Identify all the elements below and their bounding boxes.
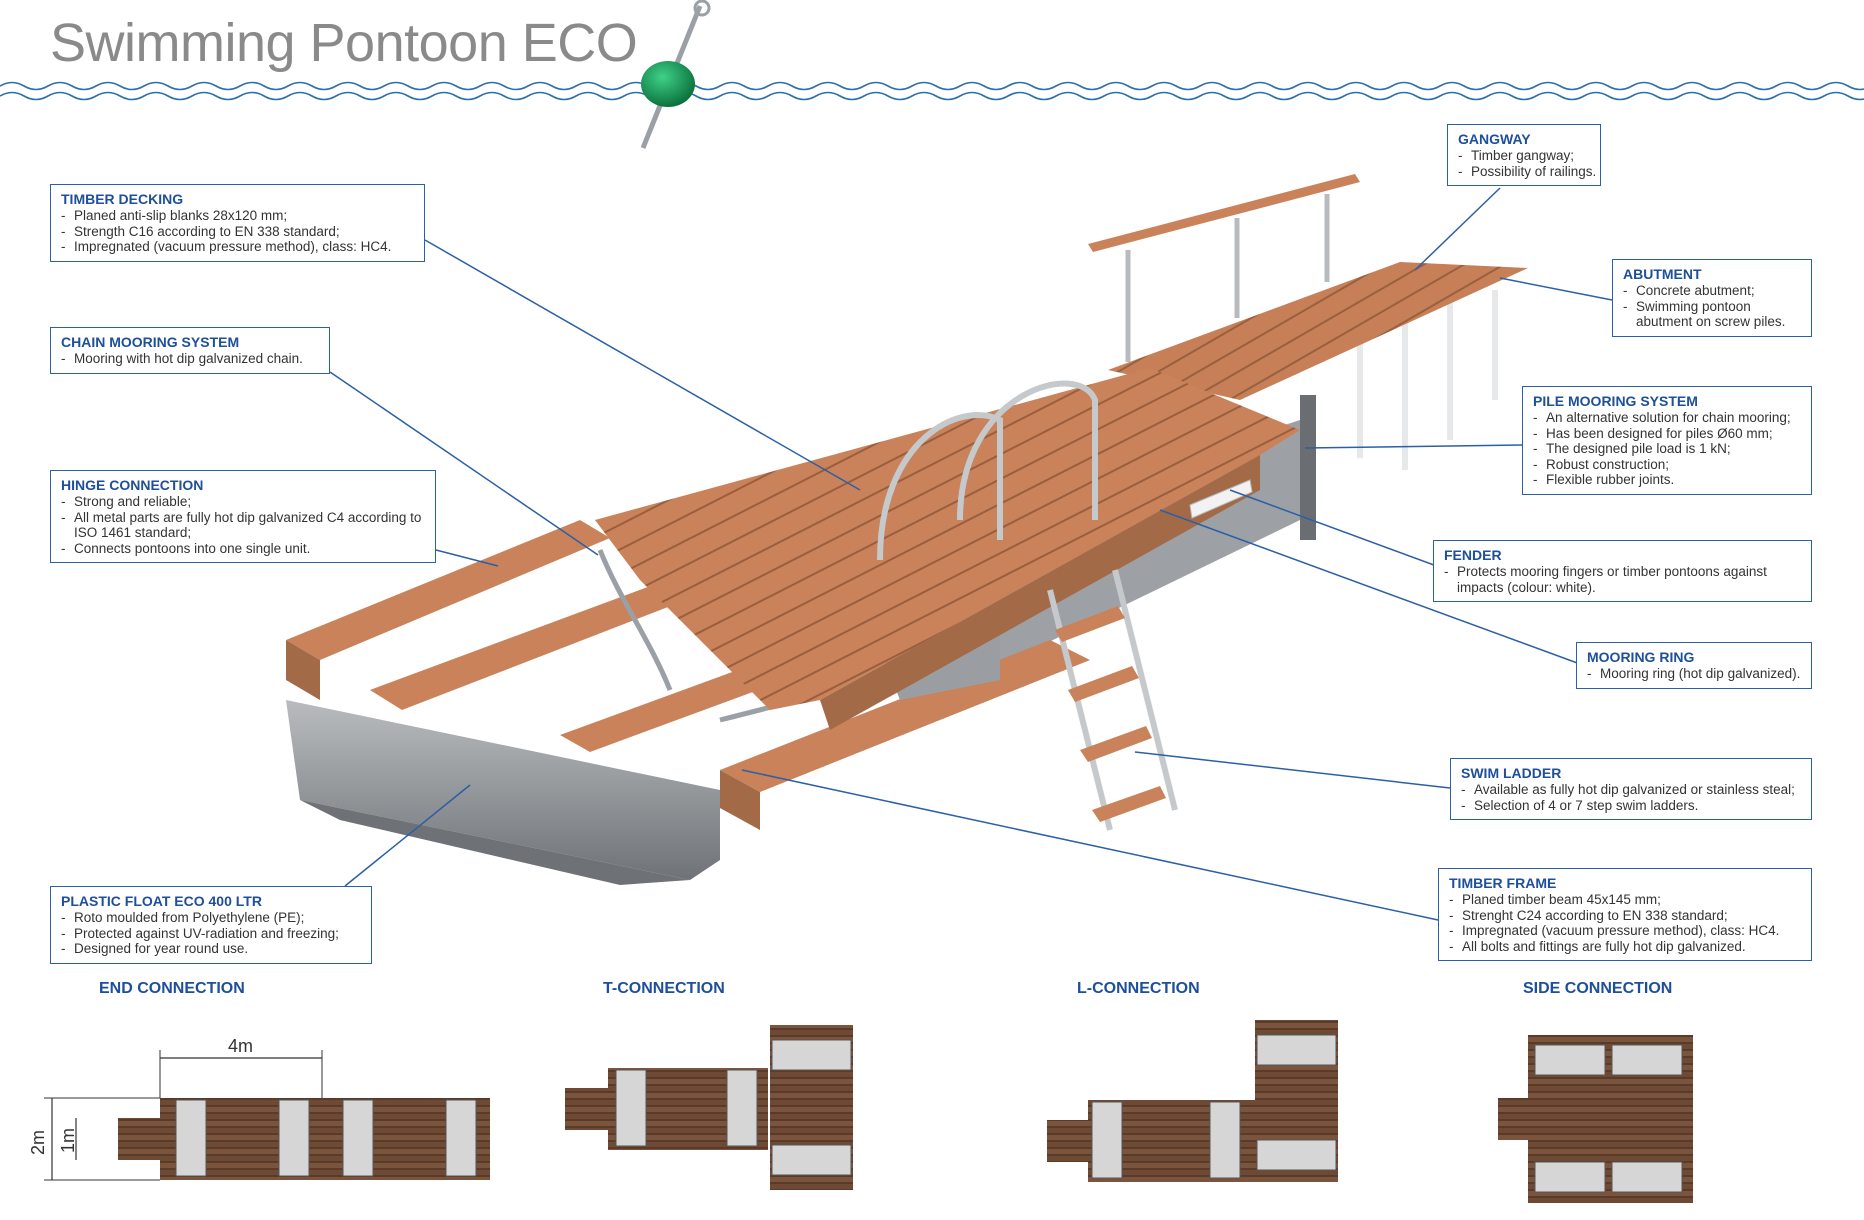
callout-title: PLASTIC FLOAT ECO 400 LTR: [61, 893, 262, 909]
callout-line: The designed pile load is 1 kN;: [1533, 441, 1801, 457]
swim-ladder-callout: SWIM LADDER Available as fully hot dip g…: [1450, 758, 1812, 820]
callout-line: Available as fully hot dip galvanized or…: [1461, 782, 1801, 798]
swim-ladder: [877, 380, 1178, 831]
callout-title: TIMBER FRAME: [1449, 875, 1557, 891]
callout-line: Has been designed for piles Ø60 mm;: [1533, 426, 1801, 442]
abutment-callout: ABUTMENT Concrete abutment; Swimming pon…: [1612, 259, 1812, 337]
callout-line: Impregnated (vacuum pressure method), cl…: [1449, 923, 1801, 939]
timber-decking-callout: TIMBER DECKING Planed anti-slip blanks 2…: [50, 184, 425, 262]
dimension-half-width: 1m: [58, 1127, 79, 1154]
pile-mooring-callout: PILE MOORING SYSTEM An alternative solut…: [1522, 386, 1812, 495]
callout-title: FENDER: [1444, 547, 1502, 563]
end-connection-plan: [44, 1050, 490, 1181]
gangway-callout: GANGWAY Timber gangway; Possibility of r…: [1447, 124, 1601, 186]
gangway-railing: [1088, 174, 1360, 362]
callout-line: An alternative solution for chain moorin…: [1533, 410, 1801, 426]
buoy-icon: [640, 0, 711, 149]
callout-line: Selection of 4 or 7 step swim ladders.: [1461, 798, 1801, 814]
callout-line: Strong and reliable;: [61, 494, 425, 510]
dimension-width: 2m: [28, 1129, 49, 1156]
hinge-connection-callout: HINGE CONNECTION Strong and reliable; Al…: [50, 470, 436, 563]
wave-decoration: [0, 81, 1864, 101]
callout-title: MOORING RING: [1587, 649, 1695, 665]
callout-line: Timber gangway;: [1458, 148, 1590, 164]
end-connection-title: END CONNECTION: [99, 980, 245, 997]
callout-line: All metal parts are fully hot dip galvan…: [61, 510, 425, 541]
callout-line: Connects pontoons into one single unit.: [61, 541, 425, 557]
callout-line: Protects mooring fingers or timber ponto…: [1444, 564, 1801, 595]
callout-line: Strength C16 according to EN 338 standar…: [61, 224, 414, 240]
timber-deck: [595, 368, 1300, 710]
gangway-deck: [1108, 262, 1528, 400]
callout-line: Flexible rubber joints.: [1533, 472, 1801, 488]
fender: [1189, 479, 1253, 519]
callout-title: PILE MOORING SYSTEM: [1533, 393, 1698, 409]
callout-title: TIMBER DECKING: [61, 191, 184, 207]
callout-line: Robust construction;: [1533, 457, 1801, 473]
chain-mooring-callout: CHAIN MOORING SYSTEM Mooring with hot di…: [50, 327, 330, 374]
callout-title: GANGWAY: [1458, 131, 1531, 147]
mooring-pile: [1300, 395, 1316, 540]
timber-frame-callout: TIMBER FRAME Planed timber beam 45x145 m…: [1438, 868, 1812, 961]
callout-line: Planed timber beam 45x145 mm;: [1449, 892, 1801, 908]
l-connection-plan: [1047, 1020, 1338, 1182]
dimension-length: 4m: [228, 1036, 254, 1056]
side-connection-plan: [1498, 1035, 1693, 1203]
callout-line: Mooring ring (hot dip galvanized).: [1587, 666, 1801, 682]
page-title: Swimming Pontoon ECO: [50, 13, 638, 73]
callout-line: All bolts and fittings are fully hot dip…: [1449, 939, 1801, 955]
side-connection-title: SIDE CONNECTION: [1523, 980, 1673, 997]
callout-title: ABUTMENT: [1623, 266, 1702, 282]
callout-line: Mooring with hot dip galvanized chain.: [61, 351, 319, 367]
callout-line: Possibility of railings.: [1458, 164, 1596, 180]
leader-lines: [329, 187, 1613, 921]
callout-line: Roto moulded from Polyethylene (PE);: [61, 910, 361, 926]
callout-title: SWIM LADDER: [1461, 765, 1562, 781]
callout-line: Protected against UV-radiation and freez…: [61, 926, 361, 942]
callout-title: CHAIN MOORING SYSTEM: [61, 334, 240, 350]
plastic-float-callout: PLASTIC FLOAT ECO 400 LTR Roto moulded f…: [50, 886, 372, 964]
callout-title: HINGE CONNECTION: [61, 477, 204, 493]
fender-callout: FENDER Protects mooring fingers or timbe…: [1433, 540, 1812, 602]
mooring-ring-callout: MOORING RING Mooring ring (hot dip galva…: [1576, 642, 1812, 689]
t-connection-title: T-CONNECTION: [603, 980, 725, 997]
callout-line: Designed for year round use.: [61, 941, 361, 957]
t-connection-plan: [565, 1025, 853, 1190]
callout-line: Planed anti-slip blanks 28x120 mm;: [61, 208, 414, 224]
callout-line: Impregnated (vacuum pressure method), cl…: [61, 239, 414, 255]
callout-line: Swimming pontoon abutment on screw piles…: [1623, 299, 1801, 330]
l-connection-title: L-CONNECTION: [1077, 980, 1200, 997]
callout-line: Strenght C24 according to EN 338 standar…: [1449, 908, 1801, 924]
callout-line: Concrete abutment;: [1623, 283, 1801, 299]
